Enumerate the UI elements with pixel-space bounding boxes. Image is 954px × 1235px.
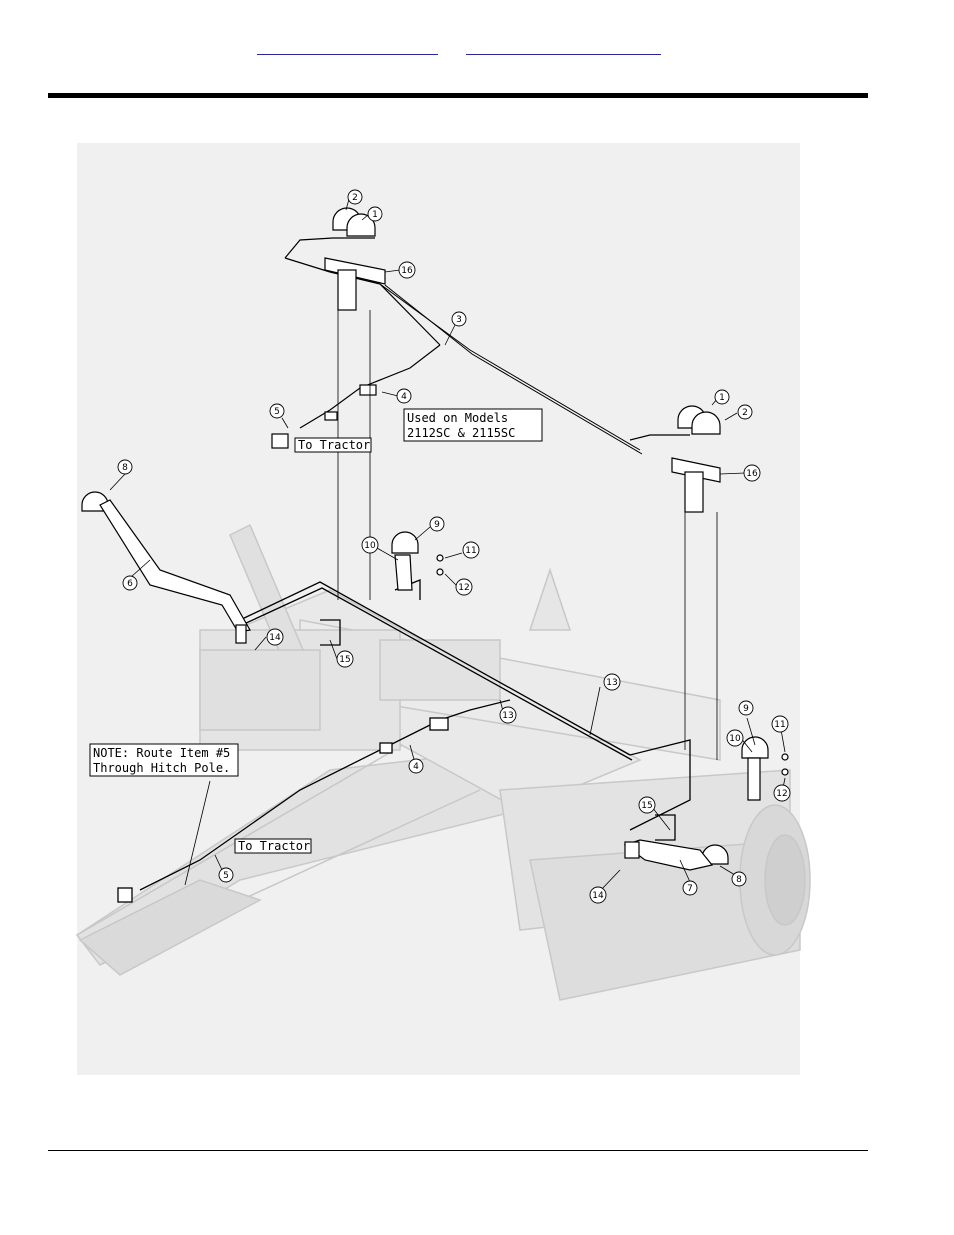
footer-rule xyxy=(48,1150,868,1151)
callout-14a-label: 14 xyxy=(269,633,281,643)
callout-13b-label: 13 xyxy=(502,711,513,721)
callout-7-label: 7 xyxy=(687,884,693,894)
callout-2a-label: 2 xyxy=(352,193,358,203)
callout-8b-label: 8 xyxy=(736,875,742,885)
note-to-tractor-lower-text: To Tractor xyxy=(238,839,310,853)
note-models-line2: 2112SC & 2115SC xyxy=(407,426,515,440)
callout-10a-label: 10 xyxy=(364,541,376,551)
note-route-item: NOTE: Route Item #5 Through Hitch Pole. xyxy=(90,744,238,776)
note-to-tractor-upper: To Tractor xyxy=(295,438,371,452)
callout-4a-label: 4 xyxy=(401,392,407,402)
callout-15a-label: 15 xyxy=(339,655,350,665)
note-route-line1: NOTE: Route Item #5 xyxy=(93,746,230,760)
callout-4b-label: 4 xyxy=(413,762,419,772)
callout-3-label: 3 xyxy=(456,315,462,325)
callout-5a-label: 5 xyxy=(274,407,280,417)
callout-12a-label: 12 xyxy=(458,583,469,593)
callout-16a-label: 16 xyxy=(401,266,413,276)
note-models: Used on Models 2112SC & 2115SC xyxy=(404,409,542,441)
callout-8a-label: 8 xyxy=(122,463,128,473)
callout-11b-label: 11 xyxy=(774,720,785,730)
callout-14b-label: 14 xyxy=(592,891,604,901)
note-models-line1: Used on Models xyxy=(407,411,508,425)
callout-13a-label: 13 xyxy=(606,678,617,688)
note-to-tractor-upper-text: To Tractor xyxy=(298,438,370,452)
callout-9a-label: 9 xyxy=(434,520,440,530)
callout-16b-label: 16 xyxy=(746,469,758,479)
callout-12b-label: 12 xyxy=(776,789,787,799)
callout-5b-label: 5 xyxy=(223,871,229,881)
callout-9b-label: 9 xyxy=(743,704,749,714)
callout-1a-label: 1 xyxy=(372,210,378,220)
note-to-tractor-lower: To Tractor xyxy=(235,839,311,853)
callout-15b-label: 15 xyxy=(641,801,652,811)
callout-11a-label: 11 xyxy=(465,546,476,556)
callout-6-label: 6 xyxy=(127,579,133,589)
callout-2b-label: 2 xyxy=(742,408,748,418)
callout-1b-label: 1 xyxy=(719,393,725,403)
note-route-line2: Through Hitch Pole. xyxy=(93,761,230,775)
callout-10b-label: 10 xyxy=(729,734,741,744)
